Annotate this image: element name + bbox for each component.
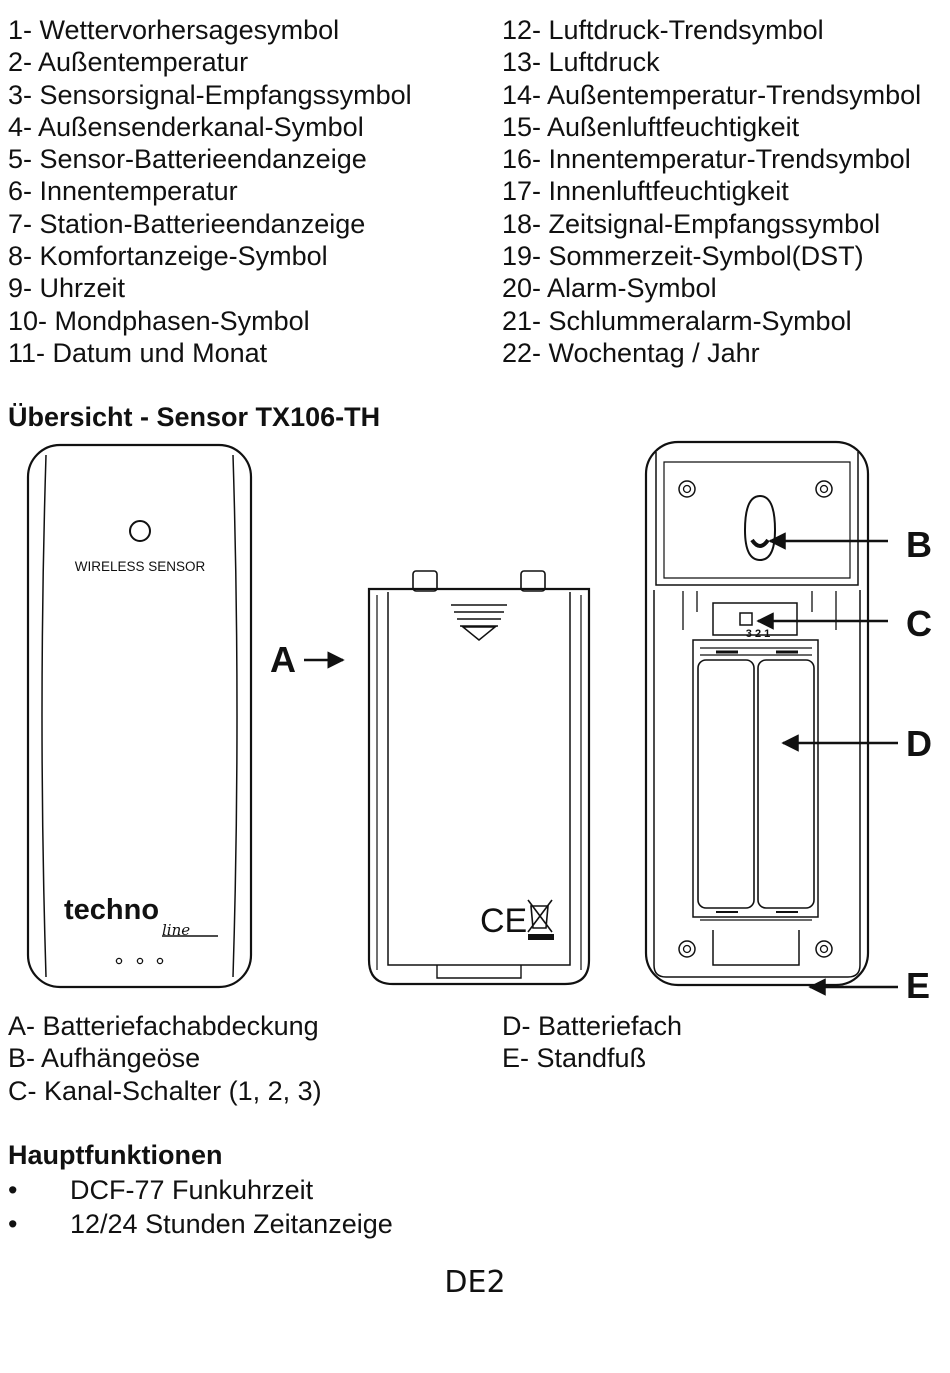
callout-b: B xyxy=(906,524,932,565)
bullet-icon: • xyxy=(8,1209,18,1239)
legend-item: 20- Alarm-Symbol xyxy=(502,273,717,304)
part-item: C- Kanal-Schalter (1, 2, 3) xyxy=(8,1075,322,1106)
weee-bin-icon xyxy=(527,899,554,940)
list-item-text: 12/24 Stunden Zeitanzeige xyxy=(70,1209,393,1239)
legend-item: 1- Wettervorhersagesymbol xyxy=(8,15,340,45)
bullet-icon: • xyxy=(8,1175,18,1205)
channel-switch-icon xyxy=(739,612,753,626)
sensor-front-view xyxy=(26,443,253,989)
hanging-eyelet-icon xyxy=(743,494,777,562)
legend-item: 13- Luftdruck xyxy=(502,47,660,78)
battery-cell-left xyxy=(697,659,755,909)
list-item: • DCF-77 Funkuhrzeit xyxy=(8,1173,393,1207)
legend-item: 11- Datum und Monat xyxy=(8,337,268,368)
callout-c: C xyxy=(906,603,932,644)
sensor-figure: WIRELESS SENSOR techno line CE xyxy=(26,440,932,1000)
legend-item: 8- Komfortanzeige-Symbol xyxy=(8,241,328,272)
legend-item: 7- Station-Batterieendanzeige xyxy=(8,208,366,239)
front-label: WIRELESS SENSOR xyxy=(75,559,206,574)
legend-item: 16- Innentemperatur-Trendsymbol xyxy=(502,144,911,175)
legend-item: 15- Außenluftfeuchtigkeit xyxy=(502,111,800,142)
parts-right-column: D- Batteriefach E- Standfuß xyxy=(502,1010,682,1075)
callout-d: D xyxy=(906,723,932,764)
legend-item: 6- Innentemperatur xyxy=(8,176,238,207)
list-item: • 12/24 Stunden Zeitanzeige xyxy=(8,1207,393,1241)
legend-left-column: 1- Wettervorhersagesymbol 2- Außentemper… xyxy=(8,14,412,369)
legend-item: 19- Sommerzeit-Symbol(DST) xyxy=(502,241,864,272)
callout-e: E xyxy=(906,965,930,1000)
part-item: D- Batteriefach xyxy=(502,1011,683,1041)
legend-item: 14- Außentemperatur-Trendsymbol xyxy=(502,79,922,110)
battery-cover xyxy=(367,570,591,986)
part-item: E- Standfuß xyxy=(502,1043,647,1074)
led-indicator-icon xyxy=(129,520,151,542)
parts-left-column: A- Batteriefachabdeckung B- Aufhängeöse … xyxy=(8,1010,322,1107)
sensor-back-view xyxy=(644,440,870,987)
brand-logo-script: line xyxy=(162,921,190,939)
battery-cell-right xyxy=(757,659,815,909)
list-item-text: DCF-77 Funkuhrzeit xyxy=(70,1175,314,1205)
legend-item: 3- Sensorsignal-Empfangssymbol xyxy=(8,79,412,110)
main-functions-title: Hauptfunktionen xyxy=(8,1140,223,1170)
legend-item: 10- Mondphasen-Symbol xyxy=(8,305,310,336)
part-item: B- Aufhängeöse xyxy=(8,1043,201,1074)
main-functions-list: • DCF-77 Funkuhrzeit • 12/24 Stunden Zei… xyxy=(8,1173,393,1241)
legend-item: 4- Außensenderkanal-Symbol xyxy=(8,111,364,142)
legend-item: 5- Sensor-Batterieendanzeige xyxy=(8,144,367,175)
legend-item: 21- Schlummeralarm-Symbol xyxy=(502,305,852,336)
legend-item: 22- Wochentag / Jahr xyxy=(502,337,760,368)
part-item: A- Batteriefachabdeckung xyxy=(8,1011,319,1041)
channel-digits: 3 2 1 xyxy=(746,628,770,640)
legend-item: 17- Innenluftfeuchtigkeit xyxy=(502,176,789,207)
callout-arrows xyxy=(304,532,898,996)
ce-mark: CE xyxy=(480,902,527,940)
callout-a: A xyxy=(270,639,296,680)
legend-right-column: 12- Luftdruck-Trendsymbol 13- Luftdruck … xyxy=(502,14,921,369)
page-number: DE2 xyxy=(444,1265,506,1300)
sensor-overview-title: Übersicht - Sensor TX106-TH xyxy=(8,402,381,432)
legend-item: 2- Außentemperatur xyxy=(8,47,249,78)
legend-item: 9- Uhrzeit xyxy=(8,273,126,304)
brand-logo: techno xyxy=(64,894,159,926)
legend-item: 12- Luftdruck-Trendsymbol xyxy=(502,15,824,45)
legend-item: 18- Zeitsignal-Empfangssymbol xyxy=(502,208,881,239)
